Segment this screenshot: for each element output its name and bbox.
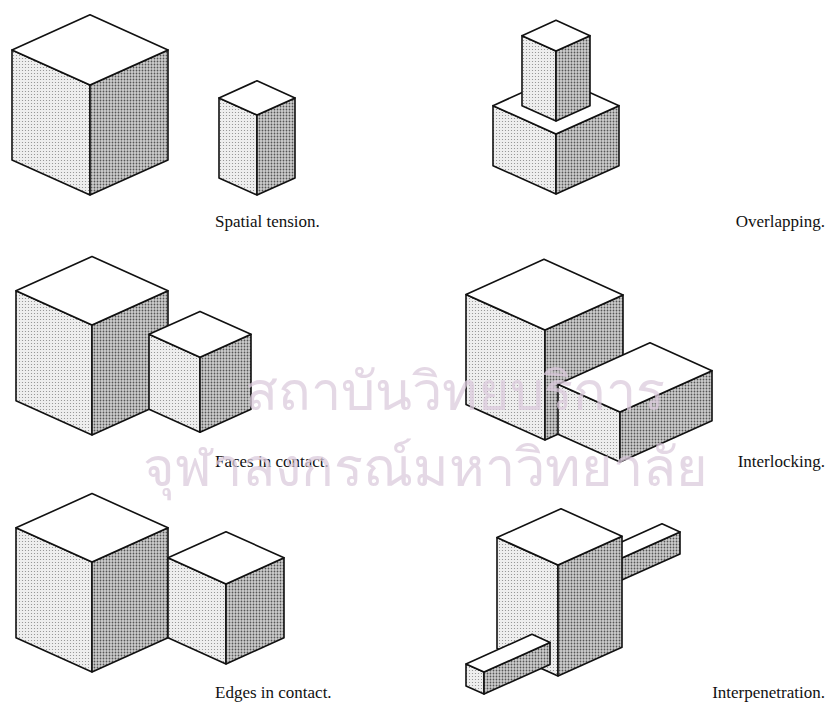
interpenetration-figure [466, 509, 680, 694]
large-cube-top-face [16, 494, 168, 562]
large-cube-top-face [16, 257, 168, 325]
overlapping-figure [493, 20, 619, 194]
caption: Edges in contact. [215, 683, 332, 703]
caption: Spatial tension. [215, 212, 320, 232]
large-cube-top-face [466, 259, 623, 330]
watermark: สถาบันวิทยบริการ [245, 360, 665, 424]
top-cube-top-face [522, 20, 590, 51]
small-cube-top-face [149, 311, 251, 357]
faces-in-contact-figure [16, 257, 251, 435]
large-cube-top-face [12, 15, 168, 85]
edges-in-contact-figure [16, 494, 284, 672]
caption: Overlapping. [736, 212, 825, 232]
caption: Interpenetration. [712, 683, 825, 703]
small-cube-top-face [219, 81, 295, 115]
watermark: จุฬาลงกรณ์มหาวิทยาลัย [143, 436, 708, 500]
second-cube-top-face [168, 532, 284, 584]
large-cube-top-face [497, 509, 622, 565]
spatial-tension-figure [12, 15, 295, 195]
caption: Interlocking. [738, 452, 825, 472]
front-bar-top-face [466, 634, 550, 672]
